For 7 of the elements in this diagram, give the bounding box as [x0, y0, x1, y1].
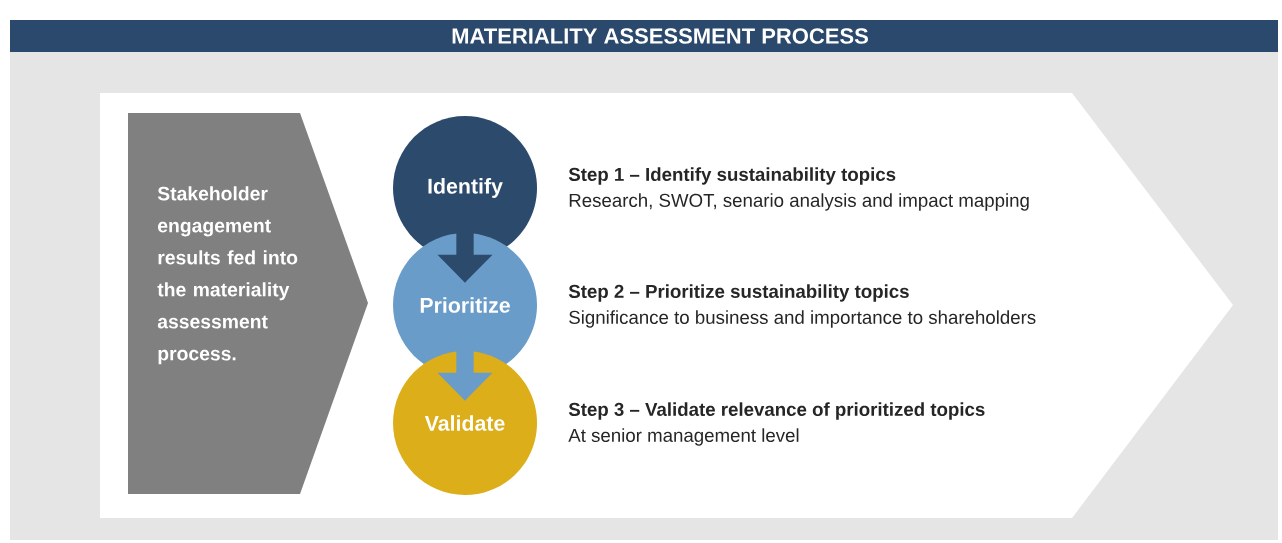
step-description: Research, SWOT, senario analysis and impact mapping: [569, 193, 1029, 211]
step-description: At senior management level: [568, 428, 799, 446]
step-heading: Step 3 – Validate relevance of prioritized topics: [568, 402, 985, 420]
step-heading: Step 2 – Prioritize sustainability topics: [568, 284, 909, 302]
step-description: Significance to business and importance to shareholders: [569, 310, 1036, 328]
title-bar: MATERIALITY ASSESSMENT PROCESS: [10, 20, 1278, 52]
step-heading: Step 1 – Identify sustainability topics: [568, 167, 896, 185]
